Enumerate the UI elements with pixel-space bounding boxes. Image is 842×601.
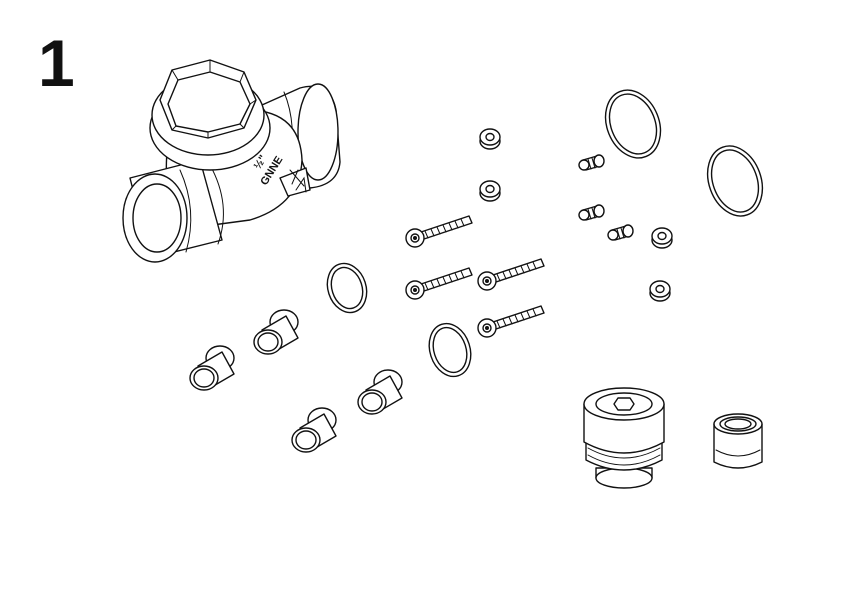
nut-1 [479, 128, 501, 150]
pin-2 [578, 204, 605, 221]
filter-cartridge [713, 413, 763, 469]
screw-2 [405, 267, 473, 300]
bushing-4 [357, 369, 403, 415]
gasket-ring-2 [428, 322, 472, 378]
bushing-2 [253, 309, 299, 355]
screw-3 [477, 258, 545, 291]
bushing-1 [189, 345, 235, 391]
nut-3 [651, 227, 673, 249]
gasket-ring-3 [604, 89, 662, 159]
screw-4 [477, 305, 545, 338]
nut-2 [479, 180, 501, 202]
pin-3 [607, 224, 634, 241]
gasket-ring-4 [706, 145, 764, 217]
strainer-valve-body: GNNE ½" [122, 59, 341, 263]
screw-1 [405, 215, 473, 248]
bushing-3 [291, 407, 337, 453]
hex-socket-plug [583, 387, 665, 489]
gasket-ring-1 [326, 262, 368, 314]
pin-1 [578, 154, 605, 171]
step-number: 1 [38, 26, 75, 100]
nut-4 [649, 280, 671, 302]
